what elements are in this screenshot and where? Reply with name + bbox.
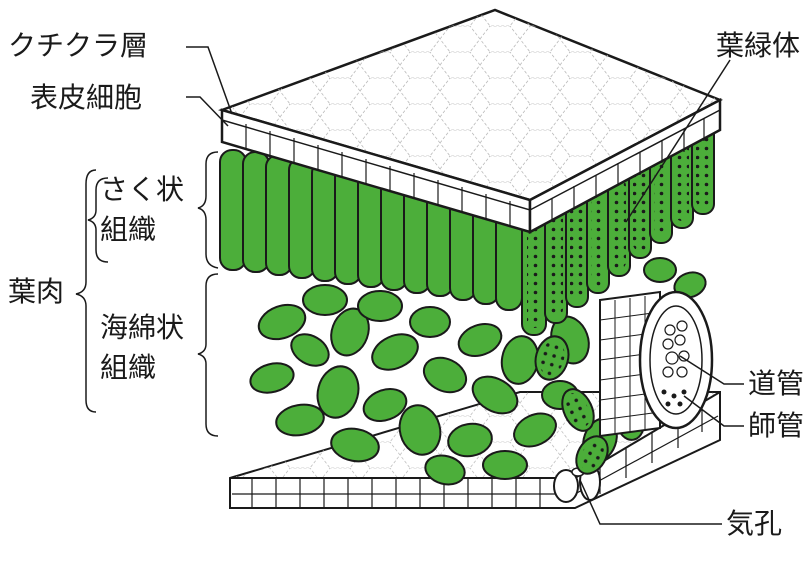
upper-epidermis <box>218 8 723 235</box>
label-spongy-line2: 組織 <box>100 351 157 384</box>
label-phloem: 師管 <box>748 409 805 442</box>
bracket-palisade-inner <box>87 177 109 263</box>
label-mesophyll: 葉肉 <box>8 275 65 308</box>
label-palisade-line2: 組織 <box>100 213 157 246</box>
label-chloroplast: 葉緑体 <box>716 29 801 62</box>
bracket-spongy <box>197 273 219 437</box>
vascular-bundle <box>599 290 714 438</box>
leader-chloroplast <box>625 59 731 223</box>
label-epidermis: 表皮細胞 <box>30 81 143 114</box>
bracket-mesophyll-outer <box>75 169 97 413</box>
spongy-cells-dotted <box>534 335 609 475</box>
label-palisade-line1: さく状 <box>100 173 185 206</box>
leader-phloem <box>683 395 744 427</box>
label-stoma: 気孔 <box>726 507 783 540</box>
spongy-tissue <box>249 257 707 486</box>
leader-cuticle <box>186 46 233 115</box>
label-spongy-line1: 海綿状 <box>100 311 185 344</box>
leader-xylem <box>679 355 744 385</box>
leader-lines <box>75 46 744 525</box>
leader-epidermis <box>186 96 229 127</box>
leader-stoma <box>579 479 722 525</box>
label-cuticle: クチクラ層 <box>8 29 149 62</box>
palisade-cells-dotted <box>521 119 715 336</box>
bracket-palisade <box>197 151 219 269</box>
label-xylem: 道管 <box>748 367 805 400</box>
